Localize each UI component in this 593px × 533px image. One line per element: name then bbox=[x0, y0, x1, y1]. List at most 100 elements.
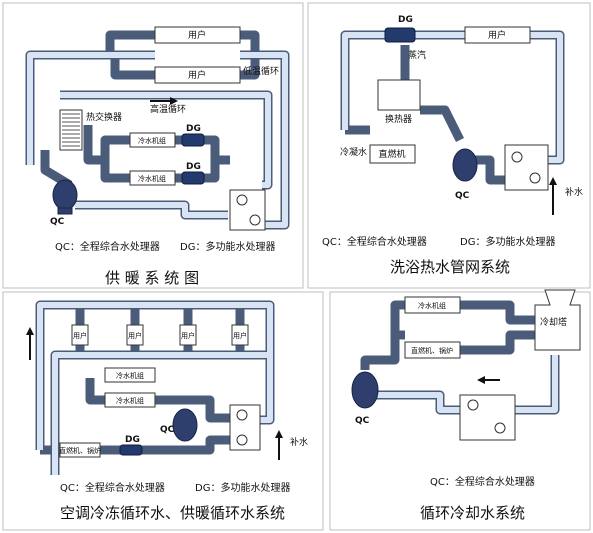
panel2-makeup-arrow bbox=[549, 177, 557, 215]
panel1-title: 供 暖 系 统 图 bbox=[105, 269, 199, 287]
panel2-steam-label: 蒸汽 bbox=[408, 49, 426, 61]
panel1-chiller-label-1: 冷水机组 bbox=[138, 136, 166, 145]
panel4-chiller-box bbox=[404, 296, 461, 314]
panel4-caption-qc: QC：全程综合水处理器 bbox=[430, 475, 535, 488]
panel1-heat-exchanger-label: 热交换器 bbox=[86, 111, 122, 123]
panel3-title: 空调冷冻循环水、供暖循环水系统 bbox=[60, 504, 285, 522]
panel1-user-box-1 bbox=[154, 26, 241, 44]
panel3-user-label-2: 用户 bbox=[128, 331, 142, 340]
panel2-condensate-label: 冷凝水 bbox=[340, 146, 367, 158]
panel2-boiler-label: 直燃机 bbox=[378, 148, 405, 160]
panel1-pump-1 bbox=[236, 194, 248, 206]
panel3-chiller-label-1: 冷水机组 bbox=[116, 371, 144, 380]
panel1-user-label-2: 用户 bbox=[188, 69, 206, 81]
panel1-heat-exchanger-fins bbox=[62, 113, 80, 147]
panel2-frame bbox=[307, 2, 591, 289]
panel2-qc-label: QC bbox=[455, 191, 470, 201]
panel1-dg-unit-2 bbox=[181, 171, 205, 185]
panel2-pump-2 bbox=[529, 172, 541, 184]
panel3-user-box-2 bbox=[126, 324, 144, 346]
panel1-chiller-box-2 bbox=[129, 170, 176, 186]
panel2-heat-exchanger bbox=[377, 79, 421, 111]
panel1-pump-2 bbox=[249, 214, 261, 226]
panel3-qc-label: QC bbox=[160, 425, 175, 435]
panel3-qc-unit bbox=[172, 408, 198, 442]
panel4-boiler-label: 直燃机、锅炉 bbox=[411, 346, 453, 355]
panel2-dg-unit bbox=[384, 27, 416, 43]
panel4-tower-label: 冷却塔 bbox=[540, 316, 567, 328]
panel3-user-box-3 bbox=[179, 324, 197, 346]
panel4-pump-box bbox=[459, 394, 516, 441]
panel2-user-box bbox=[464, 26, 531, 44]
panel4-boiler-box bbox=[404, 341, 461, 359]
panel1-dg-label-2: DG bbox=[186, 162, 201, 172]
panel2-user-label: 用户 bbox=[488, 29, 506, 41]
panel4-frame bbox=[329, 291, 591, 531]
panel3-boiler-label: 直燃机、锅炉 bbox=[59, 446, 101, 455]
panel3-caption-dg: DG：多功能水处理器 bbox=[195, 481, 290, 494]
panel3-dg-unit bbox=[119, 444, 143, 456]
panel4-pipes bbox=[360, 300, 560, 415]
panel2-heat-exchanger-label: 换热器 bbox=[385, 113, 412, 125]
panel1-dg-unit-1 bbox=[181, 133, 205, 147]
panel4-chiller-label: 冷水机组 bbox=[418, 301, 446, 310]
panel2-pump-box bbox=[504, 144, 549, 191]
panel1-chiller-label-2: 冷水机组 bbox=[138, 174, 166, 183]
panel2: DG 用户 蒸汽 换热器 冷凝水 直燃机 QC 补水 QC：全程综合水处理器 D… bbox=[322, 15, 583, 276]
panel2-title: 洗浴热水管网系统 bbox=[390, 258, 510, 276]
panel3-user-label-1: 用户 bbox=[73, 331, 87, 340]
panel1-qc-base bbox=[57, 207, 73, 215]
panel2-steam-text: 蒸汽 bbox=[408, 49, 426, 61]
panel3-caption-qc: QC：全程综合水处理器 bbox=[60, 481, 165, 494]
panel3-dg-label: DG bbox=[125, 435, 140, 445]
panel1-high-loop-label: 高温循环 bbox=[150, 103, 186, 115]
panel1-qc-unit bbox=[52, 179, 78, 211]
panel1: 用户 用户 低温循环 高温循环 热交换器 冷水机组 冷水机组 DG DG QC … bbox=[25, 26, 290, 287]
panel2-caption-qc: QC：全程综合水处理器 bbox=[322, 235, 427, 248]
panel4: 冷水机组 直燃机、锅炉 冷却塔 QC QC：全程综合水处理器 循环冷却水系统 bbox=[351, 289, 581, 522]
panel4-qc-label: QC bbox=[355, 416, 370, 426]
panel3-user-box-1 bbox=[71, 324, 89, 346]
panel1-user-box-2 bbox=[154, 66, 241, 84]
panel1-frame bbox=[2, 2, 304, 289]
panel3-chiller-box-2 bbox=[104, 392, 156, 408]
panel3-pump-1 bbox=[236, 409, 248, 421]
panel3-pipes bbox=[35, 300, 275, 475]
panel3-up-arrow-left bbox=[26, 327, 34, 360]
panel3-makeup-label: 补水 bbox=[290, 436, 308, 448]
panel3-frame bbox=[2, 291, 324, 531]
panel1-chiller-box-1 bbox=[129, 132, 176, 148]
panel1-user-label-1: 用户 bbox=[188, 29, 206, 41]
panel4-qc-unit bbox=[351, 371, 379, 409]
panel4-pump-1 bbox=[467, 399, 479, 411]
panel2-pipes bbox=[340, 30, 565, 185]
panel1-caption-qc: QC：全程综合水处理器 bbox=[55, 240, 160, 253]
panel3-boiler-box bbox=[59, 442, 101, 458]
panel2-makeup-label: 补水 bbox=[565, 186, 583, 198]
panel3-user-label-4: 用户 bbox=[233, 331, 247, 340]
panel3-pump-2 bbox=[236, 434, 248, 446]
panel4-tower bbox=[534, 289, 581, 351]
panel3-user-label-3: 用户 bbox=[181, 331, 195, 340]
panel1-low-loop-label: 低温循环 bbox=[243, 65, 279, 77]
panel4-title: 循环冷却水系统 bbox=[420, 504, 525, 522]
panel2-qc-unit bbox=[452, 148, 478, 182]
panel3: 用户 用户 用户 用户 冷水机组 冷水机组 QC 直燃机、锅炉 DG 补水 QC… bbox=[26, 300, 308, 522]
panel3-user-box-4 bbox=[231, 324, 249, 346]
panel3-chiller-label-2: 冷水机组 bbox=[116, 396, 144, 405]
panel1-qc-label: QC bbox=[50, 217, 65, 227]
panel1-dg-label-1: DG bbox=[186, 124, 201, 134]
panel3-chiller-box-1 bbox=[104, 367, 156, 383]
panel4-pump-2 bbox=[494, 422, 506, 434]
panel2-pump-1 bbox=[511, 151, 523, 163]
panel4-flow-arrow bbox=[477, 376, 500, 384]
panel3-makeup-arrow bbox=[275, 430, 283, 460]
panel2-dg-label: DG bbox=[398, 15, 413, 25]
panel1-heat-exchanger-text: 热交换器 bbox=[86, 111, 122, 123]
panel2-boiler-box bbox=[369, 144, 416, 164]
panel1-pump-box bbox=[229, 189, 266, 231]
panel1-caption-dg: DG：多功能水处理器 bbox=[180, 240, 275, 253]
panel2-caption-dg: DG：多功能水处理器 bbox=[460, 235, 555, 248]
panel1-high-loop-arrow bbox=[150, 97, 178, 105]
